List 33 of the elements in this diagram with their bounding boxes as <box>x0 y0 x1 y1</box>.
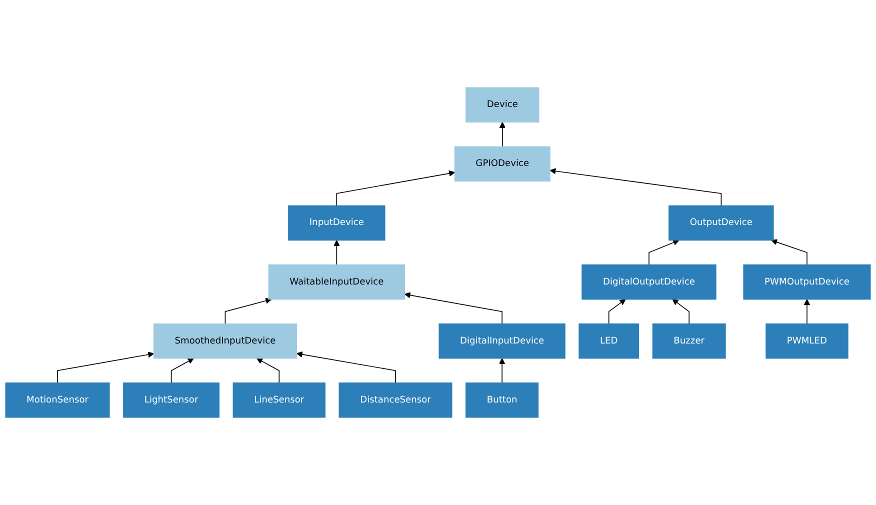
arrow <box>804 299 810 324</box>
node-box: WaitableInputDevice <box>268 264 406 300</box>
arrow <box>334 240 340 266</box>
node-box: LED <box>578 323 640 359</box>
node-box: Device <box>466 87 540 123</box>
arrow <box>57 352 154 384</box>
arrow <box>771 239 808 266</box>
node-box: SmoothedInputDevice <box>153 323 298 359</box>
arrow <box>256 358 280 384</box>
arrow <box>608 299 626 324</box>
arrow <box>499 122 506 148</box>
node-box: LightSensor <box>123 382 220 418</box>
node-box: LineSensor <box>232 382 326 418</box>
node-box: DistanceSensor <box>338 382 452 418</box>
arrow <box>296 351 396 384</box>
arrow <box>404 292 502 324</box>
arrow <box>170 358 194 384</box>
arrow <box>550 168 722 206</box>
node-box: DigitalInputDevice <box>438 323 566 359</box>
node-box: MotionSensor <box>5 382 110 418</box>
node-box: PWMOutputDevice <box>743 264 871 300</box>
node-box: PWMLED <box>766 323 848 359</box>
arrow <box>336 170 455 206</box>
node-box: Buzzer <box>652 323 726 359</box>
arrow <box>648 240 680 266</box>
node-box: GPIODevice <box>454 146 550 182</box>
arrow <box>224 298 272 324</box>
arrow <box>498 358 506 384</box>
node-box: OutputDevice <box>668 205 774 241</box>
arrow <box>672 299 690 324</box>
node-box: InputDevice <box>288 205 386 241</box>
node-box: Button <box>466 382 539 418</box>
node-box: DigitalOutputDevice <box>582 264 716 300</box>
